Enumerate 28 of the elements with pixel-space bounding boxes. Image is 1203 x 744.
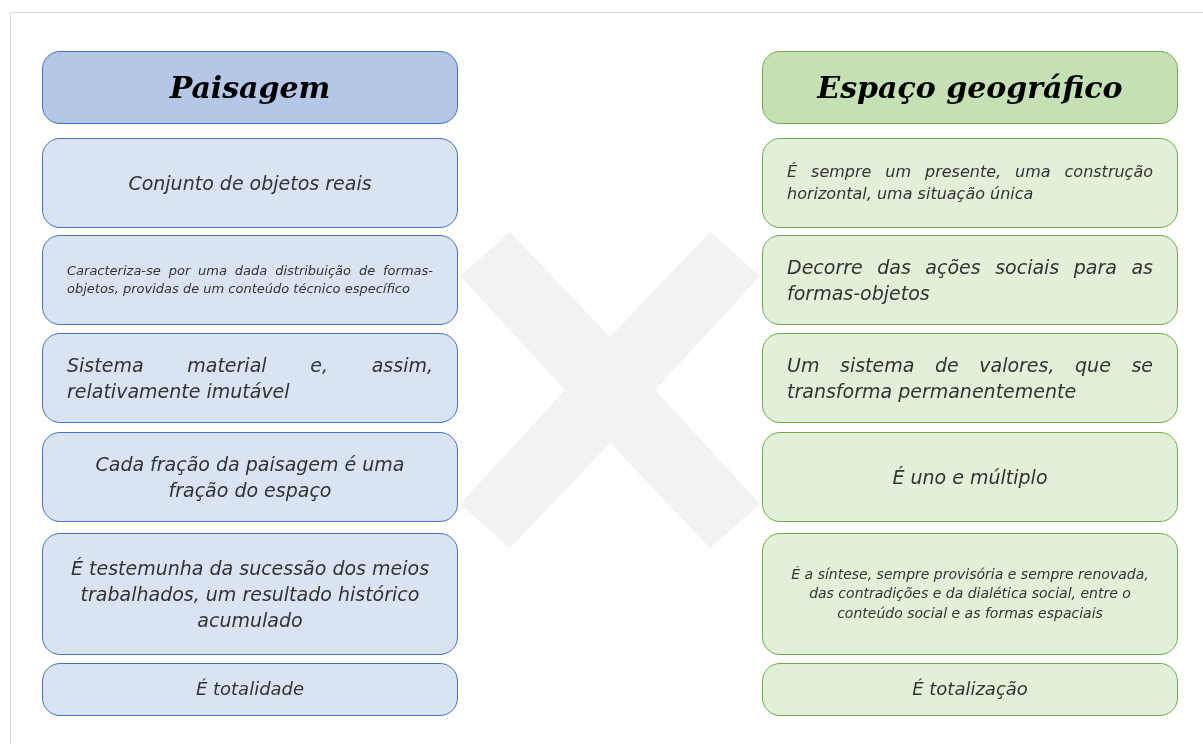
description-text: É testemunha da sucessão dos meios trabalhados, um resultado histórico acumulado	[69, 555, 431, 634]
text-box	[42, 533, 458, 655]
description-text: Sistema material e, assim, relativamente imutável	[67, 352, 433, 404]
column-title: Espaço geográfico	[815, 69, 1124, 107]
text-box	[762, 533, 1178, 655]
description-text: É totalização	[911, 677, 1029, 702]
description-text: É sempre um presente, uma construção horizontal, uma situação única	[787, 161, 1153, 205]
header-box	[42, 51, 458, 124]
text-box	[762, 235, 1178, 325]
description-text: Decorre das ações sociais para as formas-objetos	[787, 254, 1153, 306]
description-text: Conjunto de objetos reais	[127, 170, 373, 196]
text-box	[762, 333, 1178, 423]
description-text: Um sistema de valores, que se transforma permanentemente	[787, 352, 1153, 404]
text-box	[42, 432, 458, 522]
text-box	[42, 663, 458, 716]
header-box	[762, 51, 1178, 124]
text-box	[42, 333, 458, 423]
text-box	[762, 432, 1178, 522]
description-text: Caracteriza-se por uma dada distribuição de formas-objetos, providas de um conteúdo técnico específico	[67, 262, 433, 298]
column-title: Paisagem	[168, 69, 332, 107]
text-box	[762, 138, 1178, 228]
text-box	[762, 663, 1178, 716]
description-text: É totalidade	[194, 677, 306, 702]
description-text: Cada fração da paisagem é uma fração do espaço	[94, 451, 406, 503]
description-text: É a síntese, sempre provisória e sempre renovada, das contradições e da dialética social, entre o conteúdo social e as formas espaciais	[790, 565, 1150, 623]
text-box	[42, 138, 458, 228]
text-box	[42, 235, 458, 325]
description-text: É uno e múltiplo	[891, 464, 1049, 490]
